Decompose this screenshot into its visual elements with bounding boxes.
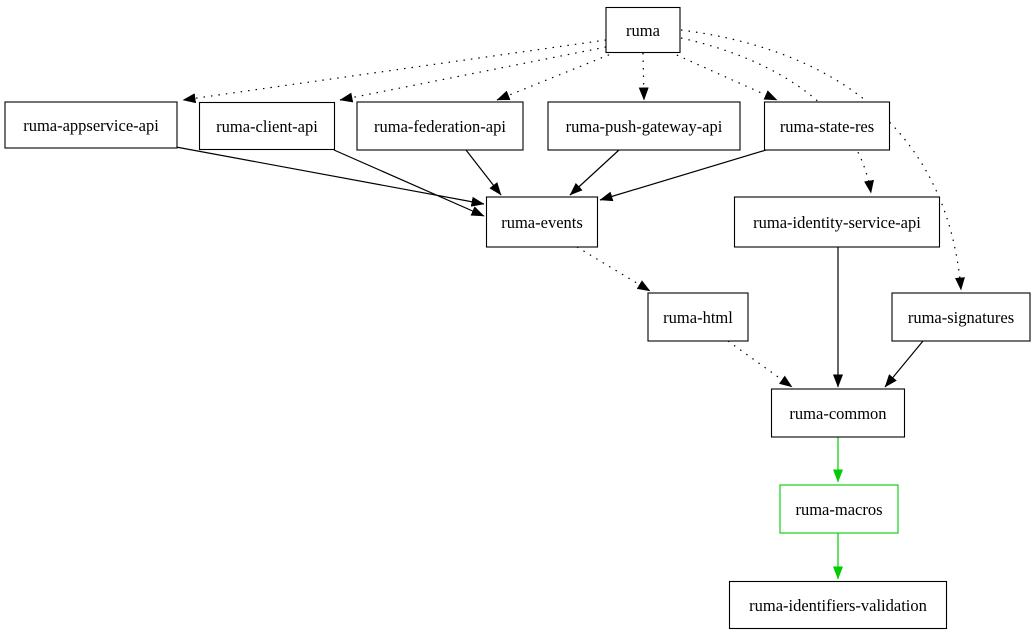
edge-ruma-to-ruma-federation-api (496, 51, 617, 101)
edge-ruma-push-gateway-api-to-ruma-events (569, 149, 620, 196)
node-label-ruma-signatures: ruma-signatures (908, 308, 1014, 327)
node-box-ruma-signatures (891, 292, 1031, 342)
node-label-ruma-html: ruma-html (663, 308, 733, 327)
node-ruma-federation-api: ruma-federation-api (356, 101, 524, 151)
node-box-ruma-push-gateway-api (547, 101, 741, 151)
node-label-ruma-events: ruma-events (501, 213, 583, 232)
edge-ruma-html-to-ruma-common (727, 340, 793, 388)
edge-ruma-to-ruma-identity-service-api (680, 37, 874, 194)
node-box-ruma-events (485, 196, 599, 248)
node-ruma: ruma (605, 6, 681, 54)
node-label-ruma-federation-api: ruma-federation-api (374, 117, 506, 136)
edge-ruma-client-api-to-ruma-events (333, 149, 485, 217)
node-ruma-signatures: ruma-signatures (891, 292, 1031, 342)
edge-ruma-federation-api-to-ruma-events (465, 149, 502, 196)
node-ruma-state-res: ruma-state-res (763, 101, 891, 151)
edge-ruma-to-ruma-appservice-api (182, 39, 607, 104)
edge-ruma-to-ruma-signatures (680, 29, 965, 291)
node-label-ruma-identity-service-api: ruma-identity-service-api (753, 213, 921, 232)
node-ruma-client-api: ruma-client-api (198, 101, 336, 151)
edge-ruma-signatures-to-ruma-common (884, 340, 924, 388)
node-label-ruma-push-gateway-api: ruma-push-gateway-api (566, 117, 723, 136)
node-box-ruma-identity-service-api (733, 196, 941, 248)
edge-ruma-to-ruma-state-res (669, 51, 778, 101)
node-label-ruma-client-api: ruma-client-api (216, 117, 318, 136)
node-box-ruma-appservice-api (4, 101, 178, 149)
edge-ruma-events-to-ruma-html (576, 246, 651, 292)
node-box-ruma-federation-api (356, 101, 524, 151)
node-ruma-macros: ruma-macros (779, 484, 899, 534)
node-box-ruma (605, 6, 681, 54)
node-box-ruma-html (647, 292, 749, 342)
node-box-ruma-state-res (763, 101, 891, 151)
node-ruma-appservice-api: ruma-appservice-api (4, 101, 178, 149)
node-ruma-common: ruma-common (770, 388, 906, 438)
node-box-ruma-client-api (198, 101, 336, 151)
node-label-ruma-appservice-api: ruma-appservice-api (23, 116, 159, 135)
node-ruma-push-gateway-api: ruma-push-gateway-api (547, 101, 741, 151)
node-ruma-identity-service-api: ruma-identity-service-api (733, 196, 941, 248)
node-label-ruma-identifiers-validation: ruma-identifiers-validation (749, 596, 927, 615)
node-label-ruma-state-res: ruma-state-res (780, 117, 874, 136)
node-label-ruma-macros: ruma-macros (795, 500, 882, 519)
edge-ruma-to-ruma-push-gateway-api (638, 52, 649, 101)
node-ruma-identifiers-validation: ruma-identifiers-validation (728, 580, 948, 630)
node-label-ruma: ruma (626, 21, 661, 40)
node-ruma-html: ruma-html (647, 292, 749, 342)
node-box-ruma-common (770, 388, 906, 438)
edge-ruma-to-ruma-client-api (339, 46, 607, 103)
node-label-ruma-common: ruma-common (789, 404, 886, 423)
node-box-ruma-identifiers-validation (728, 580, 948, 630)
node-ruma-events: ruma-events (485, 196, 599, 248)
edge-ruma-appservice-api-to-ruma-events (175, 146, 485, 207)
edge-ruma-state-res-to-ruma-events (599, 149, 767, 202)
node-box-ruma-macros (779, 484, 899, 534)
